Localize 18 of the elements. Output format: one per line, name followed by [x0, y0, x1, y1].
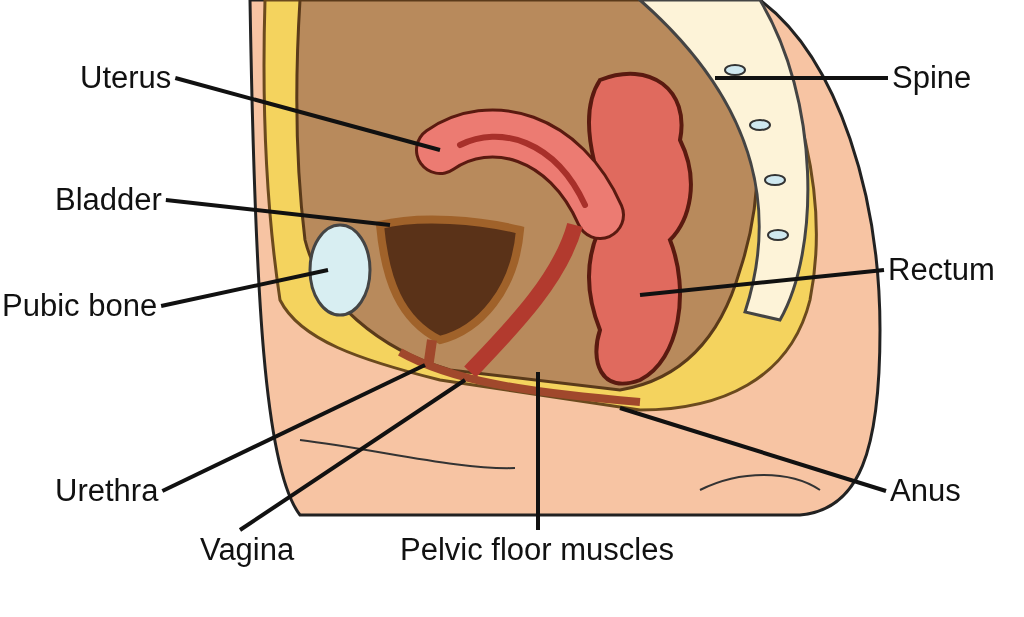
leader-line — [536, 372, 540, 530]
leader-line — [165, 198, 391, 227]
leader-line — [639, 268, 885, 297]
leader-line — [174, 76, 441, 152]
part-label: Spine — [892, 60, 972, 96]
part-label: Pubic bone — [2, 288, 158, 324]
part-label: Anus — [890, 473, 961, 509]
leader-line — [619, 406, 887, 493]
leader-line — [160, 268, 329, 308]
part-label: Uterus — [80, 60, 172, 96]
leader-line — [238, 378, 467, 532]
part-label: Bladder — [55, 182, 162, 218]
leader-line — [161, 363, 426, 493]
part-label: Urethra — [55, 473, 159, 509]
part-label: Rectum — [888, 252, 995, 288]
part-label: Pelvic floor muscles — [400, 532, 674, 568]
part-label: Vagina — [200, 532, 295, 568]
leader-line — [715, 76, 888, 80]
